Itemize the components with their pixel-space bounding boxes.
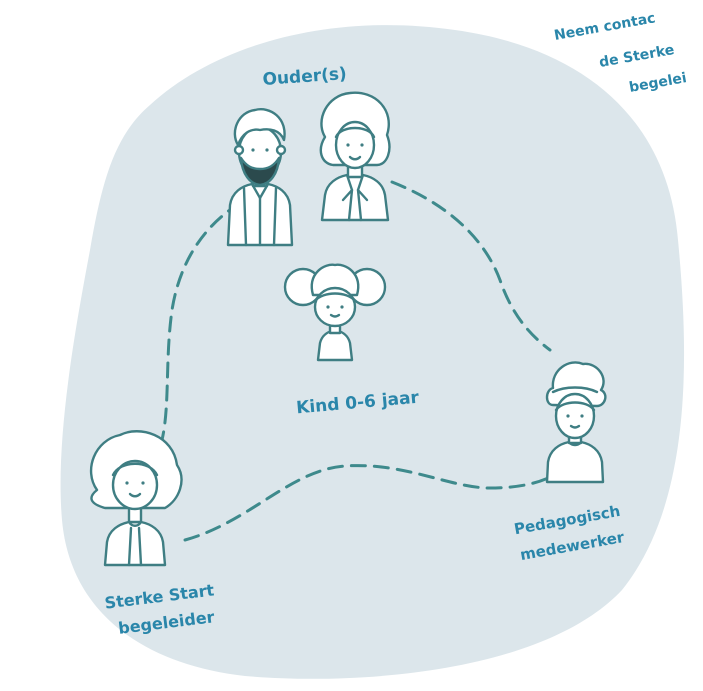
guide-icon [89,430,183,567]
child-icon [283,263,387,362]
background-blob [60,25,685,679]
connector-guide-pedagogue [183,464,550,542]
corner-note-line-1: Neem contac [553,10,657,44]
mother-icon [319,91,391,222]
corner-note-line-2: de Sterke [598,42,676,71]
connector-guide-father [160,201,242,442]
connector-mother-pedagogue [390,180,552,352]
pedagogue-icon [545,361,607,484]
corner-note-line-3: begelei [628,70,688,96]
father-icon [226,108,294,247]
